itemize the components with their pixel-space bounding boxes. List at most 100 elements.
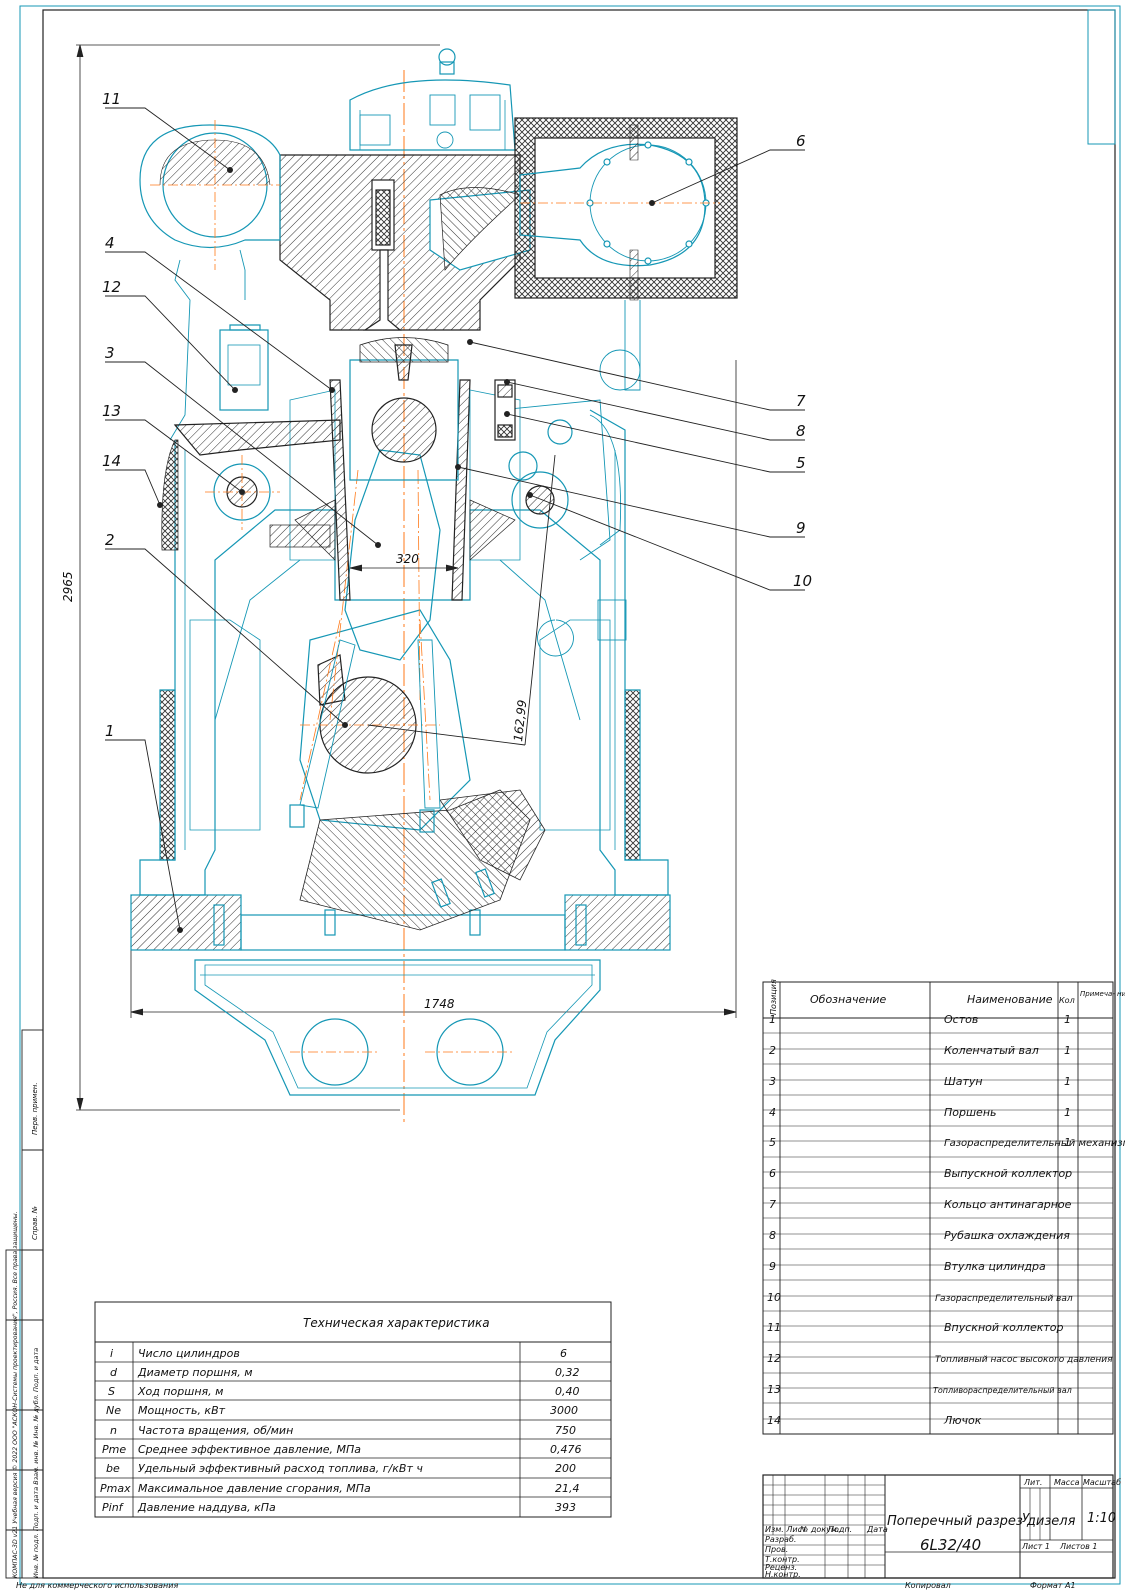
spec-sym: Pmax bbox=[100, 1482, 131, 1495]
spec-sym: S bbox=[108, 1385, 115, 1398]
tb-lit: Лит. bbox=[1023, 1478, 1042, 1487]
crankcase-cover bbox=[161, 439, 179, 551]
spec-sym: Pme bbox=[102, 1443, 126, 1456]
dim-chain: 162,99 bbox=[511, 699, 529, 742]
part-pos: 13 bbox=[767, 1383, 781, 1396]
bore-dimension bbox=[349, 564, 459, 572]
part-name: Газораспределительный механизм bbox=[944, 1138, 1125, 1149]
base-bolts bbox=[213, 904, 587, 946]
tb-sheet: Лист 1 bbox=[1021, 1542, 1050, 1551]
intake-manifold bbox=[139, 124, 281, 249]
parts-header-pos: Позиция bbox=[769, 979, 778, 1015]
tb-scale: 1:10 bbox=[1087, 1511, 1116, 1526]
pos-label-7: 7 bbox=[796, 392, 806, 410]
rocker-cover bbox=[349, 79, 516, 151]
rocker-parts bbox=[359, 94, 501, 149]
pos-label-1: 1 bbox=[105, 722, 115, 740]
pos-label-9: 9 bbox=[796, 519, 806, 537]
footer-format: Формат А1 bbox=[1030, 1581, 1076, 1590]
pos-label-2: 2 bbox=[105, 531, 115, 549]
part-qty: 1 bbox=[1064, 1013, 1071, 1026]
corner-stamp bbox=[1087, 9, 1116, 145]
tb-mass: Масса bbox=[1054, 1478, 1080, 1487]
spec-value: 21,4 bbox=[555, 1482, 580, 1495]
cylinder-liner-right bbox=[451, 379, 471, 601]
cylinder-liner-left bbox=[329, 379, 351, 601]
tb-sheets: Листов 1 bbox=[1059, 1542, 1098, 1551]
pos-label-14: 14 bbox=[102, 452, 121, 470]
fuel-pump bbox=[219, 329, 269, 411]
spec-value: 200 bbox=[555, 1462, 576, 1475]
title-block bbox=[762, 1474, 1114, 1579]
spec-value: 3000 bbox=[550, 1404, 578, 1417]
pos-label-8: 8 bbox=[796, 422, 806, 440]
drawing-frame bbox=[42, 9, 1116, 1579]
spec-name: Удельный эффективный расход топлива, г/к… bbox=[138, 1462, 423, 1475]
pos-label-11: 11 bbox=[102, 90, 121, 108]
piston-pin bbox=[371, 397, 437, 463]
part-qty: 1 bbox=[1064, 1136, 1071, 1149]
base-flange-right bbox=[564, 894, 671, 951]
spec-value: 0,476 bbox=[550, 1443, 582, 1456]
side-sprav: Справ. № bbox=[31, 1206, 39, 1240]
part-name: Кольцо антинагарное bbox=[944, 1198, 1072, 1211]
sheet-border bbox=[19, 5, 1121, 1585]
spec-table bbox=[94, 1301, 612, 1518]
dim-height: 2965 bbox=[61, 571, 75, 602]
pos-label-4: 4 bbox=[105, 234, 115, 252]
tb-col-doc: № докум. bbox=[799, 1525, 839, 1534]
part-name: Поршень bbox=[944, 1106, 997, 1119]
tb-col-podp: Подп. bbox=[828, 1525, 852, 1534]
part-pos: 7 bbox=[769, 1198, 776, 1211]
part-name: Топливный насос высокого давления bbox=[935, 1355, 1113, 1365]
part-name: Рубашка охлаждения bbox=[944, 1229, 1070, 1242]
manifold-bolts bbox=[586, 141, 710, 265]
part-name: Топливораспределительный вал bbox=[933, 1386, 1072, 1395]
spec-name: Число цилиндров bbox=[138, 1347, 240, 1360]
part-pos: 3 bbox=[769, 1075, 776, 1088]
position-labels: 11 4 12 3 13 14 2 1 6 7 8 5 9 10 bbox=[102, 90, 812, 740]
spec-value: 750 bbox=[555, 1424, 576, 1437]
part-name: Втулка цилиндра bbox=[944, 1260, 1046, 1273]
tb-row-prov: Пров. bbox=[765, 1545, 788, 1554]
spec-value: 0,40 bbox=[555, 1385, 580, 1398]
part-name: Лючок bbox=[943, 1414, 982, 1427]
part-pos: 6 bbox=[769, 1167, 776, 1180]
part-pos: 8 bbox=[769, 1229, 776, 1242]
spec-sym: be bbox=[106, 1462, 120, 1475]
part-pos: 9 bbox=[769, 1260, 776, 1273]
spec-sym: i bbox=[110, 1347, 113, 1360]
crank-bolts bbox=[289, 804, 495, 908]
spec-name: Мощность, кВт bbox=[138, 1404, 226, 1417]
parts-header-qty: Кол bbox=[1059, 996, 1075, 1005]
part-qty: 1 bbox=[1064, 1075, 1071, 1088]
pos-label-6: 6 bbox=[796, 132, 806, 150]
part-pos: 4 bbox=[769, 1106, 776, 1119]
dim-width: 1748 bbox=[424, 997, 455, 1011]
frame-side-right bbox=[624, 689, 641, 861]
side-stamp bbox=[5, 1029, 44, 1579]
spec-name: Давление наддува, кПа bbox=[137, 1501, 276, 1514]
part-name: Остов bbox=[944, 1013, 978, 1026]
footer-noncommercial: Не для коммерческого использования bbox=[16, 1581, 178, 1590]
spec-value: 393 bbox=[555, 1501, 576, 1514]
side-fields: Инв. № подл. Подп. и дата Взам. инв. № И… bbox=[32, 1348, 40, 1578]
parts-header-name: Наименование bbox=[967, 993, 1053, 1006]
height-dimension bbox=[76, 44, 440, 1111]
part-pos: 10 bbox=[767, 1291, 781, 1304]
spec-sym: Pinf bbox=[102, 1501, 125, 1514]
tb-title-line1: Поперечный разрез дизеля bbox=[887, 1514, 1076, 1529]
spec-table-title: Техническая характеристика bbox=[303, 1316, 490, 1330]
pos-label-12: 12 bbox=[102, 278, 121, 296]
frame-side-left bbox=[159, 689, 176, 861]
pos-label-5: 5 bbox=[796, 454, 806, 472]
spec-sym: d bbox=[110, 1366, 118, 1379]
spec-value: 0,32 bbox=[555, 1366, 580, 1379]
tb-row-nkontr: Н.контр. bbox=[765, 1570, 801, 1579]
part-pos: 2 bbox=[769, 1044, 776, 1057]
dim-bore: 320 bbox=[396, 552, 419, 566]
spec-name: Максимальное давление сгорания, МПа bbox=[138, 1482, 371, 1495]
part-name: Шатун bbox=[944, 1075, 983, 1088]
tb-scale-label: Масштаб bbox=[1083, 1478, 1121, 1487]
